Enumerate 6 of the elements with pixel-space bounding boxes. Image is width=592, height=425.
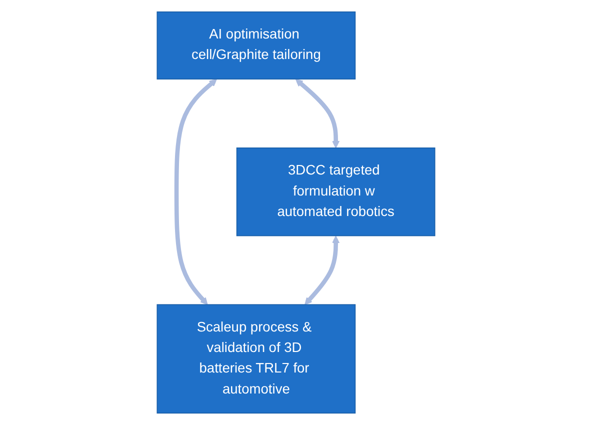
node-box: 3DCC targeted formulation w automated robotics <box>236 148 436 236</box>
arrow <box>295 78 340 148</box>
arrow <box>174 78 217 305</box>
node-box: AI optimisation cell/Graphite tailoring <box>156 11 356 80</box>
node-box: Scaleup process & validation of 3D batteries TRL7 for automotive <box>156 304 356 414</box>
arrow <box>304 236 340 305</box>
